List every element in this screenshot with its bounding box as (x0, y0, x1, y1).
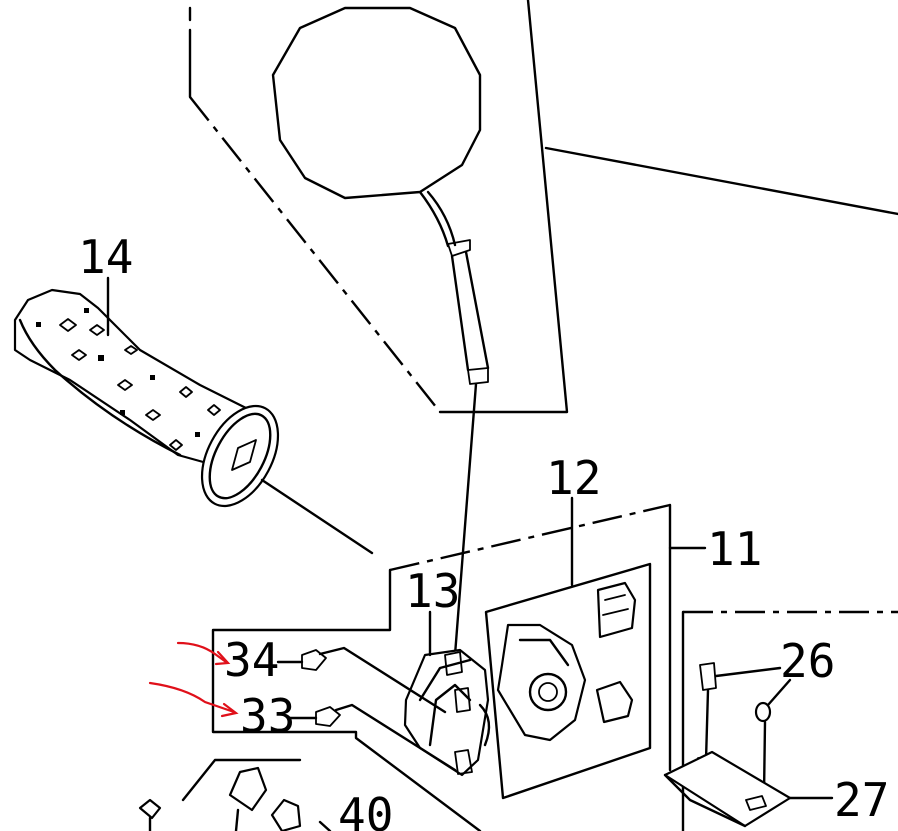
screw-33 (288, 703, 457, 772)
screw-26 (754, 678, 792, 797)
switch-housing-outline (211, 503, 707, 831)
callout-26: 26 (780, 634, 835, 688)
handlebar-grip (13, 288, 280, 508)
callout-34: 34 (224, 633, 279, 687)
mirror-stem (418, 190, 490, 657)
mirror-outline (188, 0, 898, 414)
callout-14: 14 (78, 230, 133, 284)
callout-13: 13 (405, 564, 460, 618)
switch-panel (484, 562, 652, 800)
switch-body (403, 648, 491, 777)
red-annotation-marks (148, 641, 239, 718)
callout-12: 12 (546, 451, 601, 505)
red-arrow-34 (176, 641, 228, 664)
mirror-head (271, 6, 482, 200)
callout-27: 27 (834, 773, 889, 827)
callout-11: 11 (707, 522, 762, 576)
callout-33: 33 (240, 689, 295, 743)
red-arrow-33 (148, 681, 236, 714)
bottom-left-parts (138, 758, 332, 831)
callout-40: 40 (338, 788, 393, 831)
screw-34 (276, 646, 447, 714)
cover-plate-27 (663, 750, 834, 828)
grip-guide-line (260, 478, 374, 555)
